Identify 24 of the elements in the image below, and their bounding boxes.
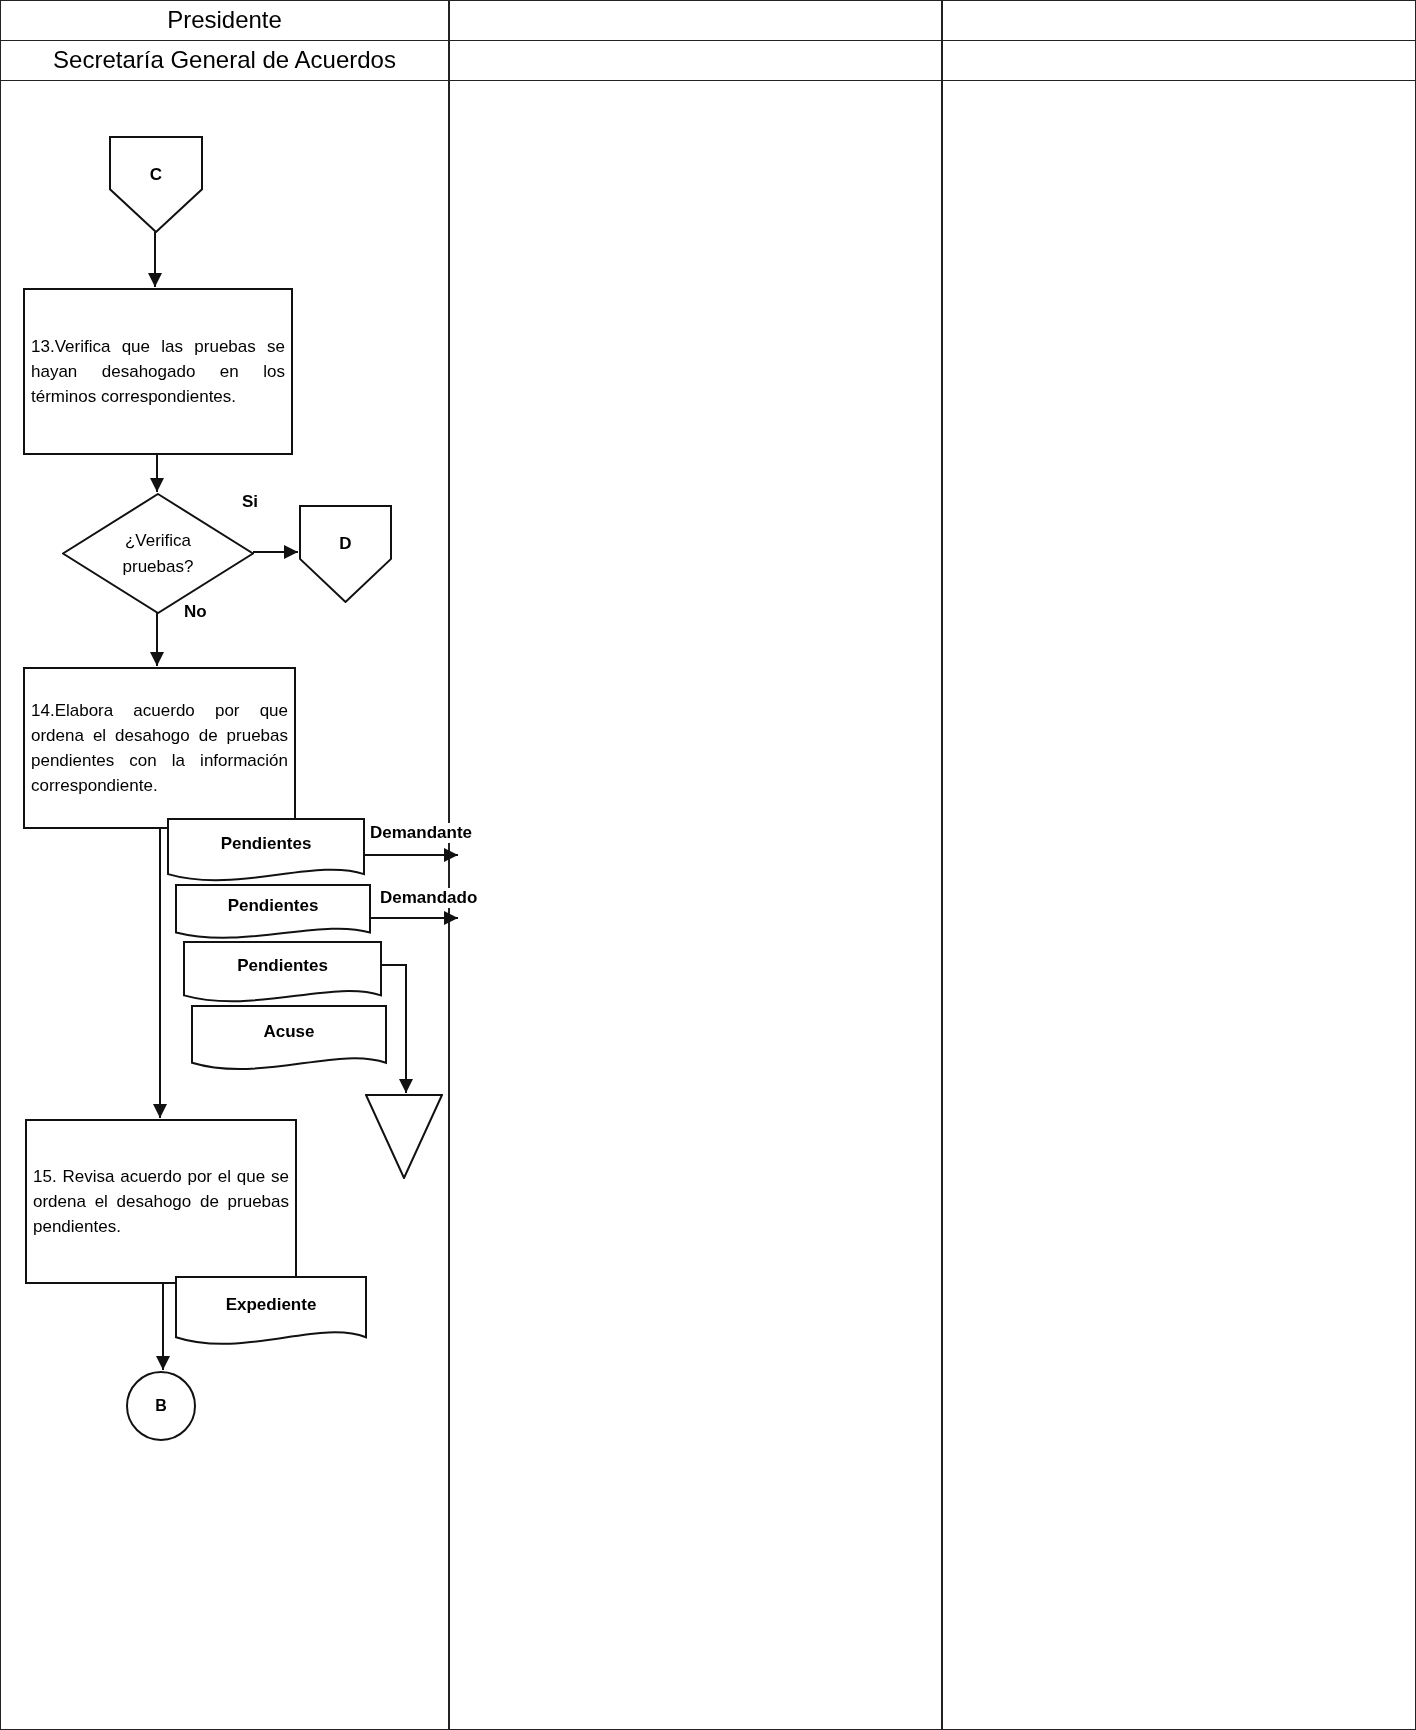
document-shape: Acuse <box>191 1005 387 1073</box>
arrow <box>150 453 164 493</box>
lane-header: Presidente <box>166 5 283 35</box>
arrow <box>148 231 162 288</box>
arrow <box>380 964 413 1094</box>
swimlane <box>942 0 1416 1730</box>
arrow <box>252 545 299 559</box>
document-shape: Pendientes <box>175 884 371 941</box>
arrow <box>156 1282 170 1371</box>
arrow <box>153 827 167 1119</box>
off-page-connector: D <box>299 505 392 603</box>
document-shape: Expediente <box>175 1276 367 1348</box>
arrow <box>369 911 459 925</box>
document-shape: Pendientes <box>183 941 382 1005</box>
connector-circle: B <box>126 1371 196 1441</box>
edge-label: Demandado <box>378 888 480 908</box>
arrow <box>363 848 459 862</box>
archive-triangle <box>365 1094 443 1179</box>
process-box: 13.Verifica que las pruebas se hayan desahogado en los términos correspondientes. <box>23 288 293 455</box>
off-page-connector: C <box>109 136 203 233</box>
edge-label: Demandante <box>368 823 475 843</box>
arrow <box>150 612 164 667</box>
lane-header: Secretaría General de Acuerdos <box>52 45 397 75</box>
document-shape: Pendientes <box>167 818 365 884</box>
